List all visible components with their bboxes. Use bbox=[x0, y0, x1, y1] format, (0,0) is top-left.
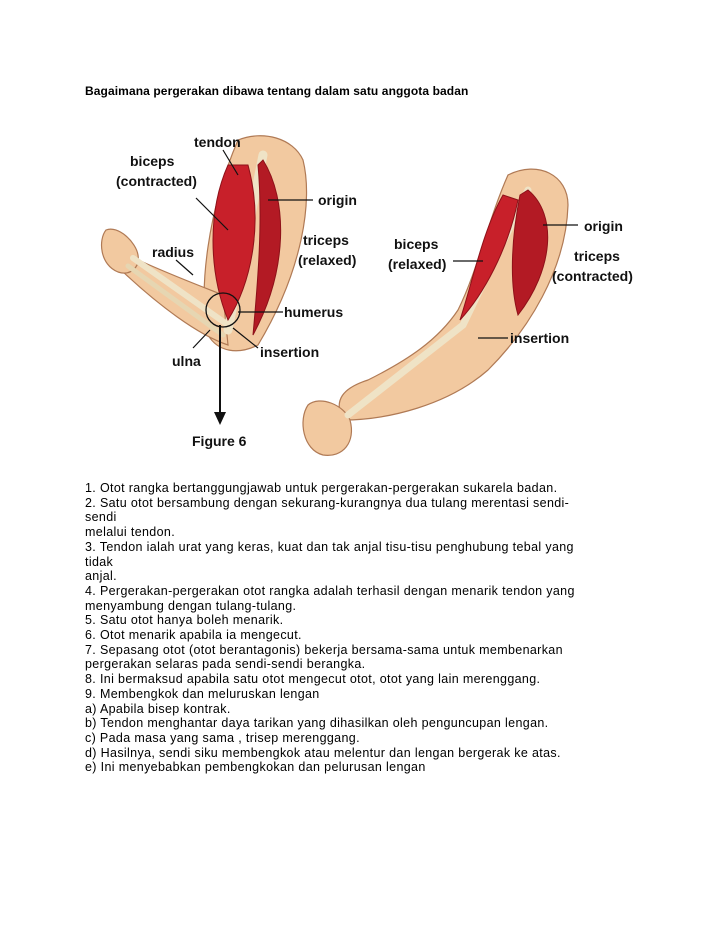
text-line: 2. Satu otot bersambung dengan sekurang-… bbox=[85, 495, 570, 510]
text-line: sendi bbox=[85, 510, 117, 525]
text-line: 4. Pergerakan-pergerakan otot rangka ada… bbox=[85, 583, 575, 598]
label-biceps-relaxed: (relaxed) bbox=[388, 256, 446, 272]
label-triceps-left: triceps bbox=[303, 232, 349, 248]
label-tendon: tendon bbox=[194, 134, 241, 150]
text-line: anjal. bbox=[85, 569, 117, 584]
text-line: 3. Tendon ialah urat yang keras, kuat da… bbox=[85, 539, 574, 554]
label-origin-left: origin bbox=[318, 192, 357, 208]
label-biceps-right: biceps bbox=[394, 236, 439, 252]
text-line: c) Pada masa yang sama , trisep merengga… bbox=[85, 730, 360, 745]
text-line: 1. Otot rangka bertanggungjawab untuk pe… bbox=[85, 481, 558, 495]
label-humerus: humerus bbox=[284, 304, 343, 320]
text-line: 8. Ini bermaksud apabila satu otot menge… bbox=[85, 672, 541, 687]
text-line: d) Hasilnya, sendi siku membengkok atau … bbox=[85, 745, 561, 760]
page-heading: Bagaimana pergerakan dibawa tentang dala… bbox=[85, 84, 469, 98]
text-line: 7. Sepasang otot (otot berantagonis) bek… bbox=[85, 642, 563, 657]
label-triceps-relaxed: (relaxed) bbox=[298, 252, 356, 268]
text-line: tidak bbox=[85, 554, 114, 569]
label-insertion-right: insertion bbox=[510, 330, 569, 346]
label-triceps-right: triceps bbox=[574, 248, 620, 264]
arm-muscles-figure: tendon biceps (contracted) radius origin… bbox=[100, 134, 633, 456]
text-line: pergerakan selaras pada sendi-sendi bera… bbox=[85, 657, 366, 672]
right-arm-illustration bbox=[302, 168, 578, 456]
figure-caption: Figure 6 bbox=[192, 433, 247, 449]
label-triceps-contracted: (contracted) bbox=[552, 268, 633, 284]
text-line: 5. Satu otot hanya boleh menarik. bbox=[85, 613, 284, 628]
label-insertion-left: insertion bbox=[260, 344, 319, 360]
label-ulna: ulna bbox=[172, 353, 201, 369]
text-line: e) Ini menyebabkan pembengkokan dan pelu… bbox=[85, 760, 426, 775]
text-line: a) Apabila bisep kontrak. bbox=[85, 701, 231, 716]
label-biceps-left: biceps bbox=[130, 153, 175, 169]
text-line: menyambung dengan tulang-tulang. bbox=[85, 598, 297, 613]
label-biceps-contracted: (contracted) bbox=[116, 173, 197, 189]
label-radius: radius bbox=[152, 244, 194, 260]
body-text: 1. Otot rangka bertanggungjawab untuk pe… bbox=[85, 481, 645, 775]
text-line: melalui tendon. bbox=[85, 525, 176, 540]
label-origin-right: origin bbox=[584, 218, 623, 234]
text-line: 6. Otot menarik apabila ia mengecut. bbox=[85, 628, 302, 643]
text-line: b) Tendon menghantar daya tarikan yang d… bbox=[85, 716, 549, 731]
text-line: 9. Membengkok dan meluruskan lengan bbox=[85, 686, 320, 701]
left-arm-illustration bbox=[100, 135, 313, 425]
